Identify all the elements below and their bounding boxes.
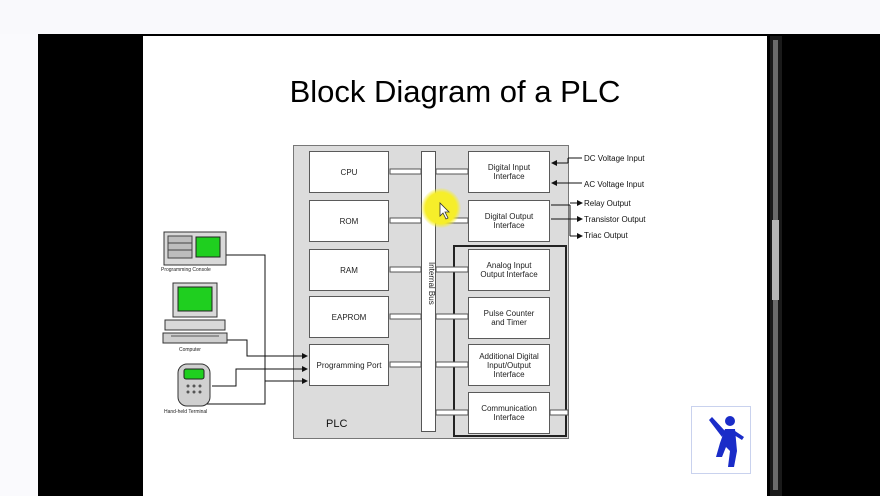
communication-interface: Communication Interface [468,392,550,434]
handheld-terminal-label: Hand-held Terminal [164,409,208,415]
analog-io-interface: Analog Input Output Interface [468,249,550,291]
triac-output-label: Triac Output [584,231,628,240]
handheld-terminal-icon [177,363,211,407]
digital-input-interface: Digital Input Interface [468,151,550,193]
ram-block: RAM [309,249,389,291]
slide-title: Block Diagram of a PLC [289,74,621,109]
programming-console-label: Programming Console [161,267,211,273]
scrollbar-thumb[interactable] [772,220,779,300]
transistor-output-label: Transistor Output [584,215,646,224]
presenter-avatar [691,406,751,474]
io-module-frame [453,245,567,437]
rom-block: ROM [309,200,389,242]
pulse-counter-timer: Pulse Counter and Timer [468,297,550,339]
computer-label: Computer [179,347,201,353]
plc-label: PLC [326,418,348,430]
computer-icon [162,282,228,344]
eaprom-block: EAPROM [309,296,389,338]
cpu-block: CPU [309,151,389,193]
digital-output-interface: Digital Output Interface [468,200,550,242]
person-waving-icon [709,416,744,467]
internal-bus-label: Internal Bus [427,262,436,305]
programming-port-block: Programming Port [309,344,389,386]
relay-output-label: Relay Output [584,199,631,208]
dc-voltage-input-label: DC Voltage Input [584,154,645,163]
programming-console-icon [163,231,227,266]
top-bar [0,0,880,34]
ac-voltage-input-label: AC Voltage Input [584,180,645,189]
